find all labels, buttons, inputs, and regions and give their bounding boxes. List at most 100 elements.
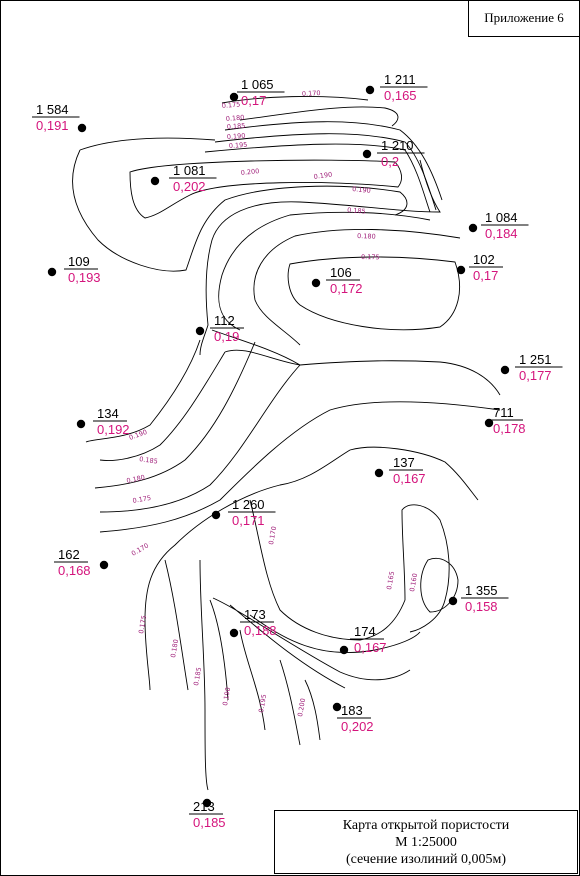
isoline — [79, 137, 431, 213]
well-marker — [500, 365, 510, 375]
porosity-value: 0,168 — [58, 563, 91, 578]
porosity-value: 0,191 — [36, 118, 69, 133]
porosity-value: 0,171 — [232, 513, 265, 528]
isoline-label: 0.180 — [169, 639, 180, 659]
isoline — [209, 599, 266, 731]
isoline — [221, 96, 369, 104]
porosity-value: 0,177 — [519, 368, 552, 383]
isoline-label: 0.180 — [357, 232, 376, 241]
isoline — [94, 341, 256, 489]
well-marker — [339, 645, 349, 655]
well-marker — [468, 223, 478, 233]
well-marker — [195, 326, 205, 336]
well-number: 162 — [58, 547, 80, 562]
well-number: 1 584 — [36, 102, 69, 117]
well-marker — [332, 702, 342, 712]
porosity-value: 0,184 — [485, 226, 518, 241]
isoline-label: 0.195 — [257, 694, 268, 714]
isoline — [224, 121, 443, 201]
well-number: 1 081 — [173, 163, 206, 178]
well-number: 1 251 — [519, 352, 552, 367]
well-number: 183 — [341, 703, 363, 718]
well-marker — [229, 92, 239, 102]
appendix-label: Приложение 6 — [468, 0, 579, 37]
isoline-label: 0.190 — [352, 185, 371, 195]
isoline-label: 0.200 — [296, 698, 307, 718]
well-number: 1 211 — [384, 72, 416, 87]
well-marker — [365, 85, 375, 95]
well-number: 711 — [493, 405, 514, 420]
well-marker — [362, 149, 372, 159]
well-number: 1 260 — [232, 497, 265, 512]
isoline-label: 0.190 — [313, 170, 333, 181]
well-marker — [311, 278, 321, 288]
isoline-label: 0.190 — [221, 687, 232, 707]
isoline — [279, 659, 321, 746]
isoline-label: 0.170 — [130, 541, 150, 557]
well-number: 173 — [244, 607, 266, 622]
well-number: 137 — [393, 455, 415, 470]
well-number: 134 — [97, 406, 119, 421]
isoline-label: 0.175 — [361, 253, 380, 261]
isoline-label: 0.165 — [385, 571, 396, 591]
well-number: 1 355 — [465, 583, 498, 598]
porosity-value: 0,202 — [341, 719, 374, 734]
well-marker — [456, 265, 466, 275]
isoline — [99, 360, 501, 513]
porosity-value: 0,167 — [354, 640, 387, 655]
map-title-block: Карта открытой пористости М 1:25000 (сеч… — [274, 810, 578, 874]
porosity-value: 0,192 — [97, 422, 130, 437]
isoline-label: 0.195 — [229, 141, 248, 150]
well-number: 1 084 — [485, 210, 518, 225]
isoline-label: 0.180 — [225, 113, 244, 123]
porosity-value: 0,167 — [393, 471, 426, 486]
well-marker — [211, 510, 221, 520]
well-marker — [77, 123, 87, 133]
isoline-label: 0.170 — [302, 89, 321, 98]
isoline-label: 0.185 — [192, 667, 203, 687]
well-marker — [229, 628, 239, 638]
porosity-value: 0,178 — [493, 421, 526, 436]
well-number: 109 — [68, 254, 90, 269]
porosity-value: 0,193 — [68, 270, 101, 285]
map-scale: М 1:25000 — [395, 834, 457, 850]
contour-interval: (сечение изолиний 0,005м) — [345, 851, 507, 867]
isoline-label: 0.200 — [240, 167, 259, 177]
isoline-label: 0.170 — [267, 526, 278, 546]
isoline — [253, 228, 461, 346]
well-number: 213 — [193, 799, 215, 814]
porosity-value: 0,185 — [193, 815, 226, 830]
well-number: 106 — [330, 265, 352, 280]
well-marker — [47, 267, 57, 277]
isoline — [199, 159, 441, 356]
well-marker — [76, 419, 86, 429]
porosity-value: 0,17 — [473, 268, 498, 283]
isoline — [144, 446, 479, 691]
isoline-label: 0.180 — [126, 473, 146, 485]
map-title: Карта открытой пористости — [342, 817, 510, 833]
isoline-label: 0.175 — [221, 100, 240, 110]
well-marker — [484, 418, 494, 428]
porosity-value: 0,2 — [381, 154, 399, 169]
isolines — [72, 96, 501, 791]
porosity-value: 0,158 — [465, 599, 498, 614]
isoline — [249, 499, 450, 641]
well-marker — [448, 596, 458, 606]
